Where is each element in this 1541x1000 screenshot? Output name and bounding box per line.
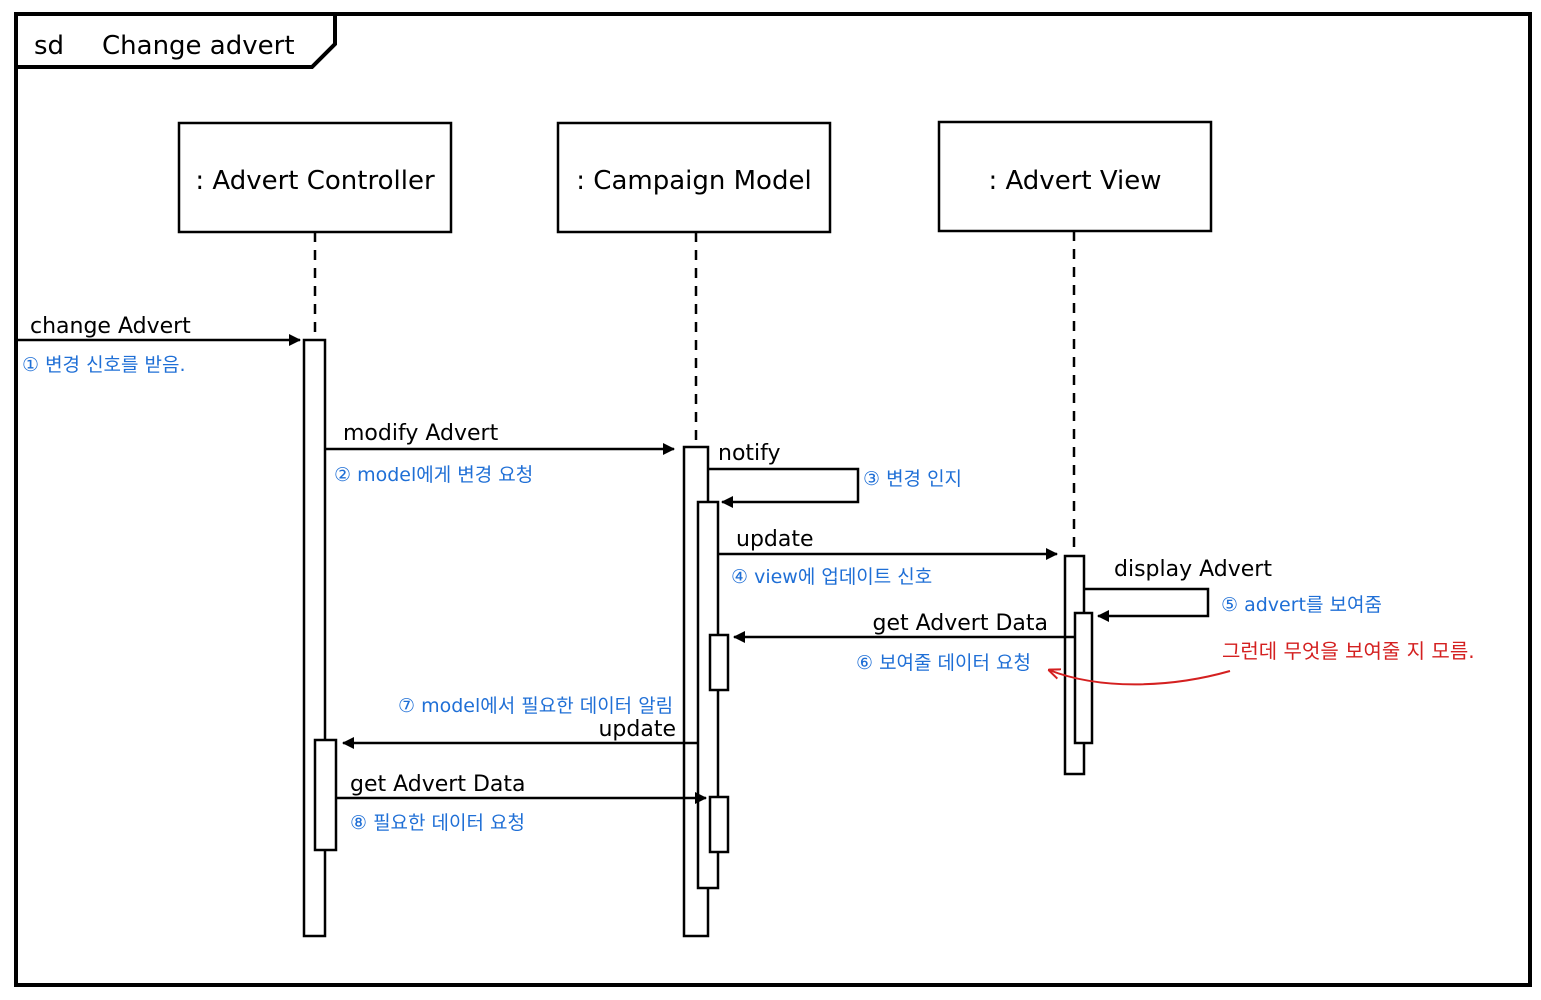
sd-frame [14,12,1532,987]
frame-title-tab [16,14,337,69]
lifeline-controller-head [177,121,453,234]
message-change-advert: change Advert ① 변경 신호를 받음. [18,314,301,376]
message-display-advert: display Advert ⑤ advert를 보여줌 [1084,557,1382,622]
message-note: ⑧ 필요한 데이터 요청 [350,812,525,834]
activation-model-getdata [708,633,730,692]
activation-model-getdata-2 [708,795,730,854]
frame-kind: sd [34,31,64,61]
message-label: update [736,527,814,552]
message-label: get Advert Data [873,611,1049,636]
message-note: ④ view에 업데이트 신호 [731,566,932,588]
comment-unknown-data: 그런데 무엇을 보여줄 지 모름. [1049,639,1475,686]
message-note: ⑦ model에서 필요한 데이터 알림 [398,695,673,717]
message-note: ⑥ 보여줄 데이터 요청 [856,652,1031,674]
message-note: ③ 변경 인지 [863,468,962,490]
activation-model-notify [696,500,720,890]
lifeline-view-head [937,120,1213,233]
comment-arrow [1049,670,1231,686]
lifeline-model-label: : Campaign Model [576,166,811,196]
message-get-advert-data-controller: get Advert Data ⑧ 필요한 데이터 요청 [336,772,707,834]
comment-text: 그런데 무엇을 보여줄 지 모름. [1222,639,1475,663]
message-note: ⑤ advert를 보여줌 [1221,594,1382,616]
message-get-advert-data-view: get Advert Data ⑥ 보여줄 데이터 요청 [733,611,1075,674]
message-note: ① 변경 신호를 받음. [22,354,186,376]
message-modify-advert: modify Advert ② model에게 변경 요청 [325,421,675,486]
lifeline-model-head [556,121,832,234]
message-note: ② model에게 변경 요청 [334,464,533,486]
message-label: change Advert [30,314,191,339]
lifeline-controller: : Advert Controller [177,121,453,340]
message-label: modify Advert [343,421,499,446]
lifeline-controller-label: : Advert Controller [195,166,435,196]
activation-controller-nested [313,738,338,852]
lifeline-view: : Advert View [937,120,1213,556]
message-label: display Advert [1114,557,1272,582]
message-update-view: update ④ view에 업데이트 신호 [718,527,1058,588]
message-arrow [708,467,860,508]
message-notify: notify ③ 변경 인지 [708,441,962,508]
message-arrow [1084,587,1210,622]
lifeline-model: : Campaign Model [556,121,832,447]
message-label: notify [718,441,781,466]
message-label: update [598,717,676,742]
message-label: get Advert Data [350,772,526,797]
frame-title: Change advert [102,31,295,61]
message-update-controller: update ⑦ model에서 필요한 데이터 알림 [342,695,698,749]
lifeline-view-label: : Advert View [988,166,1161,196]
